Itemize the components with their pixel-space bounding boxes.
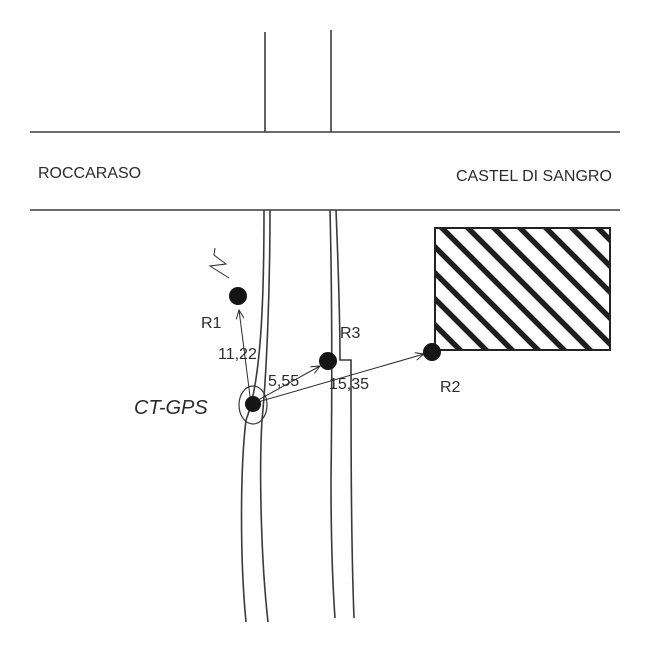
antenna-icon [208, 247, 230, 279]
south-road-b-west-edge [329, 209, 336, 619]
place-label-roccaraso: ROCCARASO [38, 165, 141, 182]
vector-to-r2 [250, 354, 424, 405]
distance-label-r3: 5,55 [268, 373, 299, 390]
station-label-r1: R1 [201, 315, 222, 332]
station-label-r2: R2 [440, 379, 461, 396]
station-r1-dot [229, 287, 247, 305]
vector-to-r3 [250, 366, 320, 405]
hatched-building [434, 227, 611, 351]
station-r2-dot [423, 343, 441, 361]
place-label-castel-di-sangro: CASTEL DI SANGRO [456, 168, 612, 185]
south-road-b-east-edge [335, 209, 355, 619]
station-label-ct-gps: CT-GPS [134, 397, 208, 419]
distance-label-r2: 15,35 [329, 376, 369, 393]
south-road-a-east-edge [259, 209, 271, 623]
distance-label-r1: 11,22 [218, 346, 257, 363]
station-r3-dot [319, 352, 337, 370]
ct-gps-ring [238, 385, 268, 425]
station-ct-gps-dot [245, 396, 261, 412]
station-label-r3: R3 [340, 325, 361, 342]
south-road-a-west-edge [240, 209, 265, 623]
vector-to-r1 [239, 310, 252, 405]
